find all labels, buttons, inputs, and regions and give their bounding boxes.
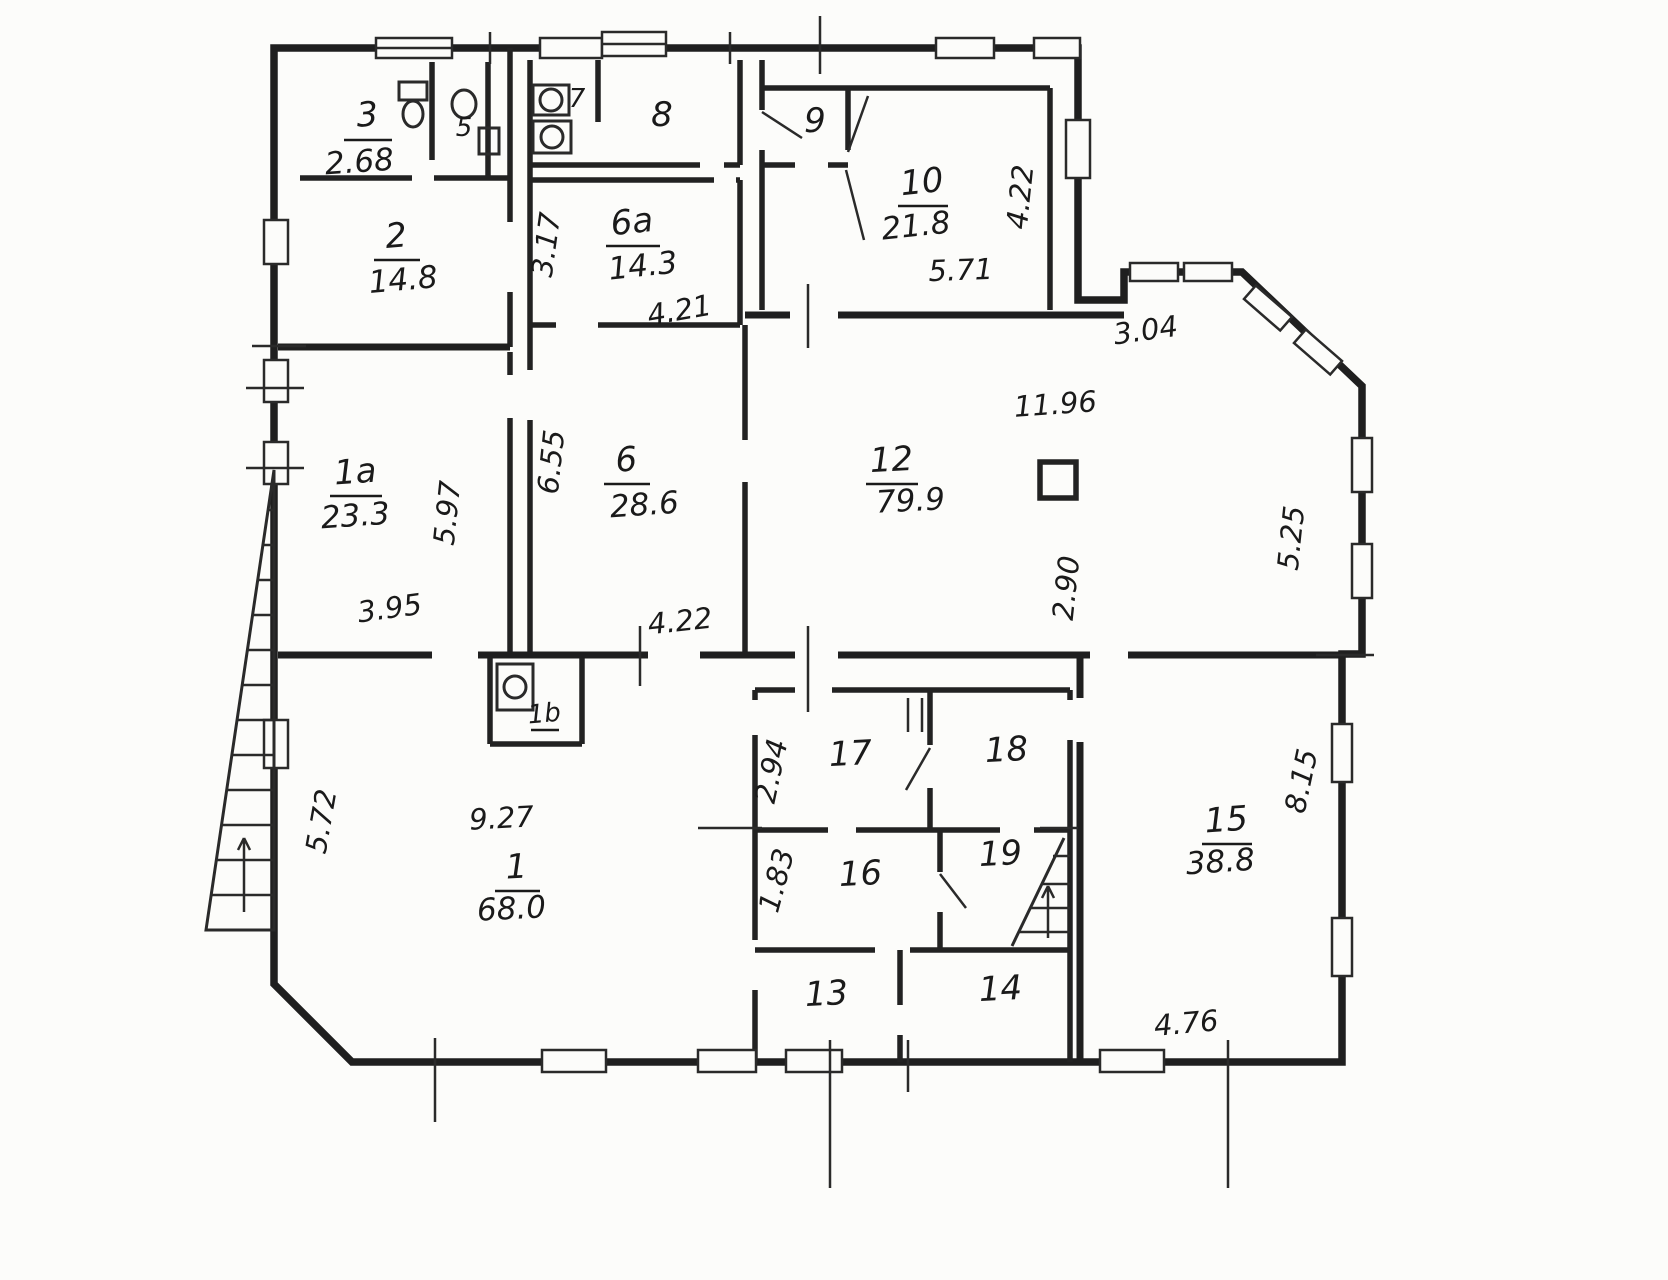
room-6-number: 6 xyxy=(614,439,638,480)
window xyxy=(1182,261,1234,283)
dimension-labels: 3.17 4.21 5.71 4.22 3.04 11.96 5.97 6.55… xyxy=(299,163,1325,1043)
room-10-area: 21.8 xyxy=(880,205,952,248)
room-12-area: 79.9 xyxy=(875,481,946,521)
window xyxy=(934,36,996,60)
room-1a-area: 23.3 xyxy=(320,496,391,537)
room-1-area: 68.0 xyxy=(476,889,547,929)
dimension: 3.95 xyxy=(355,587,424,630)
window xyxy=(262,218,290,266)
door-leaves xyxy=(761,95,967,909)
dimension: 9.27 xyxy=(468,799,535,836)
room-16-number: 16 xyxy=(838,853,883,895)
room-5-number: 5 xyxy=(456,113,473,143)
interior-walls xyxy=(278,48,1342,1062)
room-18-number: 18 xyxy=(984,729,1029,771)
staircase-main xyxy=(204,469,276,932)
room-labels: 3 2.68 5 7 8 9 10 21.8 2 14.8 6a 14.3 1a… xyxy=(320,84,1256,1015)
window xyxy=(1032,36,1082,60)
toilet-icon xyxy=(450,88,501,156)
dimension: 4.22 xyxy=(646,601,714,642)
window xyxy=(1330,916,1354,978)
window xyxy=(1098,1048,1166,1074)
dimension: 5.25 xyxy=(1271,504,1312,572)
dimension: 5.72 xyxy=(299,787,344,857)
room-7-number: 7 xyxy=(569,84,586,114)
room-15-area: 38.8 xyxy=(1185,842,1256,883)
room-9-number: 9 xyxy=(804,101,826,141)
window xyxy=(262,440,290,486)
room-6a-area: 14.3 xyxy=(607,245,679,288)
sink-icon xyxy=(531,119,573,155)
window xyxy=(1064,118,1092,180)
room-13-number: 13 xyxy=(804,973,849,1015)
room-3-number: 3 xyxy=(355,94,379,135)
toilet-icon xyxy=(397,80,429,129)
column xyxy=(1037,459,1079,501)
dimension: 2.90 xyxy=(1046,554,1087,622)
stair-arrow-icon xyxy=(236,837,252,912)
room-8-number: 8 xyxy=(651,95,673,135)
room-19-number: 19 xyxy=(978,833,1023,875)
window xyxy=(696,1048,758,1074)
dimension: 4.76 xyxy=(1152,1003,1219,1042)
staircase-room19 xyxy=(1010,837,1070,947)
window xyxy=(1350,436,1374,494)
exterior-walls xyxy=(270,44,1366,1066)
dimension: 8.15 xyxy=(1278,746,1325,816)
room-2-number: 2 xyxy=(384,215,409,257)
window xyxy=(538,36,604,60)
room-17-number: 17 xyxy=(828,733,874,775)
room-14-number: 14 xyxy=(978,968,1023,1010)
window xyxy=(262,358,290,404)
room-3-area: 2.68 xyxy=(324,142,395,183)
window xyxy=(1242,283,1294,333)
room-6a-number: 6a xyxy=(609,200,655,244)
dimension: 5.71 xyxy=(928,252,994,288)
room-1a-number: 1a xyxy=(333,451,378,494)
window xyxy=(262,718,290,770)
dimension: 1.83 xyxy=(752,845,802,916)
window xyxy=(1350,542,1374,600)
room-1-number: 1 xyxy=(505,846,529,887)
sink-icon xyxy=(531,83,571,117)
room-1b-number: 1b xyxy=(527,698,563,731)
stair-arrow-icon xyxy=(1040,885,1056,938)
window xyxy=(540,1048,608,1074)
dimension: 6.55 xyxy=(531,428,572,496)
window xyxy=(1128,261,1180,283)
window xyxy=(1330,722,1354,784)
room-2-area: 14.8 xyxy=(367,259,439,301)
windows xyxy=(262,30,1374,1074)
room-6-area: 28.6 xyxy=(609,485,680,526)
room-number-underlines xyxy=(330,138,1252,893)
window xyxy=(784,1048,844,1074)
dimension: 11.96 xyxy=(1013,384,1098,424)
dimension: 5.97 xyxy=(427,479,468,547)
window xyxy=(1292,327,1344,377)
fixtures xyxy=(397,80,1079,712)
reference-lines xyxy=(246,16,1374,1188)
room-10-number: 10 xyxy=(898,160,945,204)
room-12-number: 12 xyxy=(869,439,914,481)
sink-icon xyxy=(495,662,535,712)
room-15-number: 15 xyxy=(1203,799,1249,842)
dimension: 4.22 xyxy=(1000,163,1041,231)
